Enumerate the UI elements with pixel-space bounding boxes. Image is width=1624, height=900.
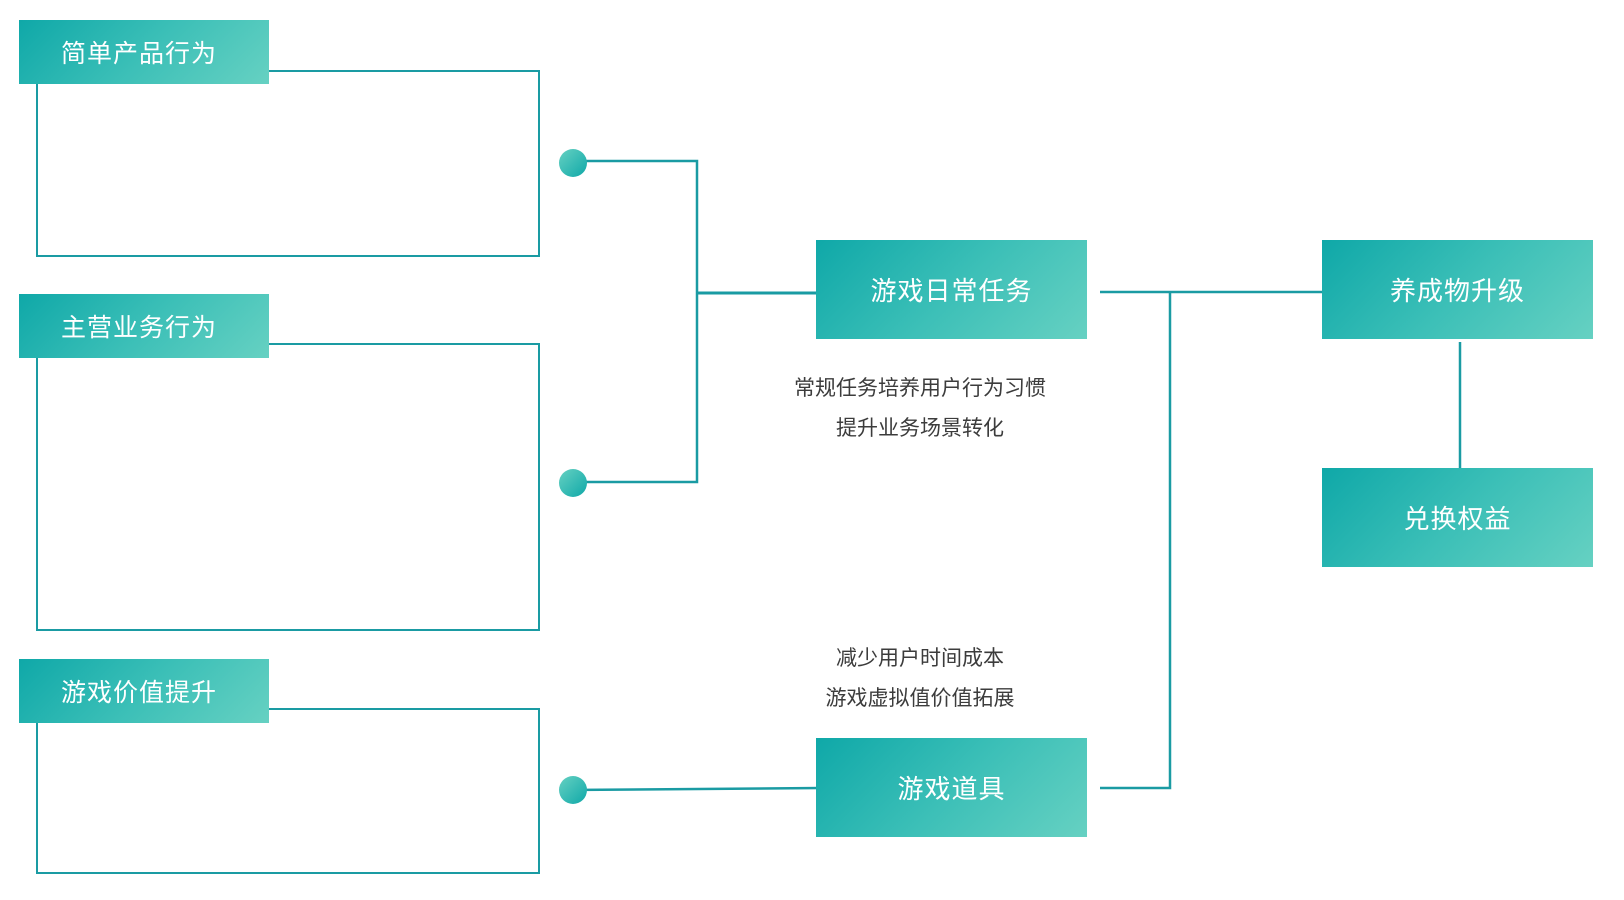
node-pet-upgrade: 养成物升级 — [1322, 240, 1593, 339]
section-box-main-business — [36, 343, 540, 631]
node-game-props: 游戏道具 — [816, 738, 1087, 837]
connector-dot-main — [559, 469, 587, 497]
connector-dot-simple — [559, 149, 587, 177]
node-pet-upgrade-label: 养成物升级 — [1389, 277, 1525, 307]
section-box-game-value — [36, 708, 540, 874]
section-title-simple-product: 简单产品行为 — [19, 20, 269, 84]
note-game-props: 减少用户时间成本 游戏虚拟值价值拓展 — [760, 638, 1080, 718]
section-title-game-value: 游戏价值提升 — [19, 659, 269, 723]
section-title-text: 游戏价值提升 — [61, 678, 218, 707]
node-daily-tasks: 游戏日常任务 — [816, 240, 1087, 339]
section-box-simple-product — [36, 70, 540, 257]
connector-value-to-props — [565, 786, 822, 792]
note-line: 常规任务培养用户行为习惯 — [794, 376, 1046, 400]
connector-dot-value — [559, 776, 587, 804]
section-title-text: 简单产品行为 — [61, 39, 218, 68]
note-line: 减少用户时间成本 — [836, 646, 1004, 670]
note-line: 提升业务场景转化 — [836, 416, 1004, 440]
connector-props-to-junction — [1100, 292, 1172, 790]
node-daily-tasks-label: 游戏日常任务 — [870, 277, 1033, 307]
connector-simple-to-trunk — [566, 159, 699, 484]
section-title-text: 主营业务行为 — [61, 313, 218, 342]
section-title-main-business: 主营业务行为 — [19, 294, 269, 358]
note-line: 游戏虚拟值价值拓展 — [825, 686, 1015, 710]
node-redeem-benefits: 兑换权益 — [1322, 468, 1593, 567]
node-game-props-label: 游戏道具 — [897, 775, 1006, 805]
node-redeem-benefits-label: 兑换权益 — [1403, 505, 1512, 535]
note-daily-tasks: 常规任务培养用户行为习惯 提升业务场景转化 — [760, 368, 1080, 448]
